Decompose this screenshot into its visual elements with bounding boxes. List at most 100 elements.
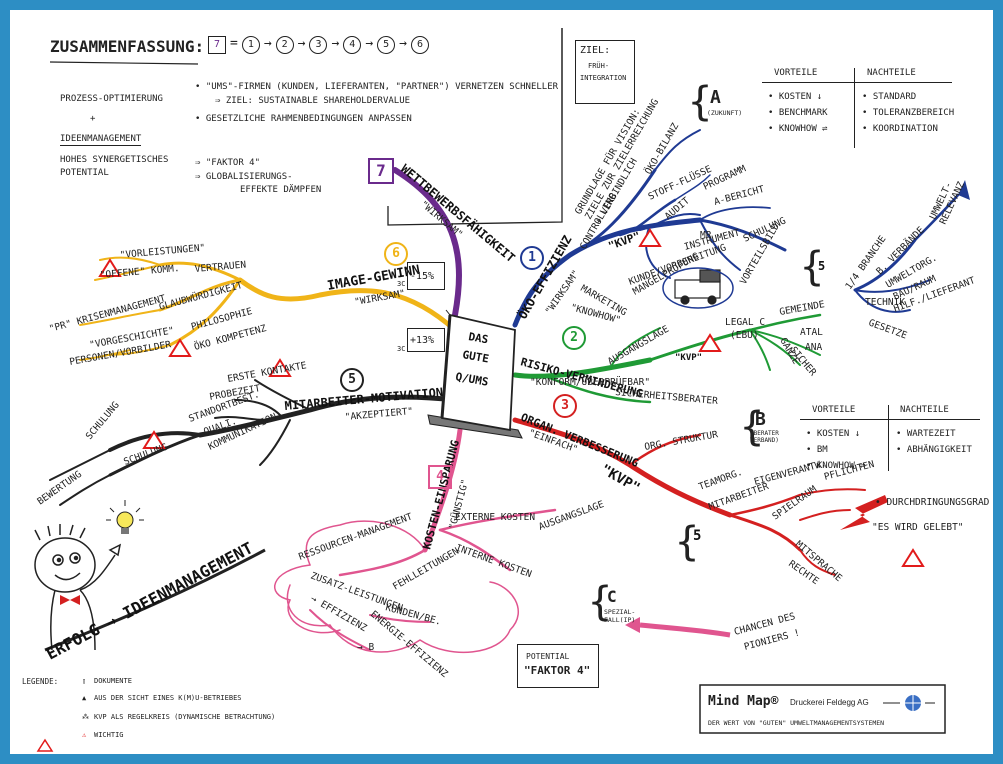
risk-ebu: (EBU) (730, 330, 759, 341)
risk-sub: "Konform/überprüfbar" (530, 377, 650, 388)
center-book (427, 309, 523, 439)
eco-number: 1 (520, 246, 544, 270)
risk-number: 2 (562, 326, 586, 350)
sequence-operator: → (263, 36, 272, 51)
org-teamorg: Teamorg. (697, 467, 744, 493)
success-line (44, 548, 266, 652)
center-line-1: Das (467, 330, 489, 346)
legend-label: Legende: (22, 677, 59, 686)
eco-abericht: A-Bericht (713, 184, 766, 208)
motivation-label: Mitarbeiter-Motivation (284, 385, 444, 413)
legend-sym-2: ▲ (82, 694, 87, 702)
sequence-step: 1 (241, 36, 260, 54)
image-pre-2: 3c (397, 345, 406, 353)
center-line-3: Q/UMS (454, 370, 489, 389)
goal-text-1: Früh- (588, 62, 610, 70)
image-vorl: "Vorleistungen" (119, 243, 205, 261)
legend-item-4: Wichtig (94, 731, 124, 739)
summary-left-1: Prozeß-Optimierung (60, 94, 163, 104)
eco-oekobilanz: Öko-Bilanz (643, 121, 681, 176)
mindmap-paper: { { { { { Wettbewerbsfähigkeit "Wirksam"… (10, 10, 993, 754)
eco-gesetze: Gesetze (867, 317, 909, 341)
branch-image (79, 256, 458, 361)
legend-sym-4: ⚠ (82, 731, 87, 739)
cost-extern: Externe Kosten (455, 512, 535, 523)
summary-left-4: Hohes Synergetisches (60, 155, 169, 165)
table-a-pro-1: • Kosten ↓ (768, 92, 823, 102)
table-b-pro-1: • Kosten ↓ (806, 429, 861, 439)
table-b-sub: (Berater Verband) (750, 430, 779, 444)
branch-eco (512, 129, 960, 328)
org-gelebt: "Es wird gelebt" (872, 522, 964, 533)
summary-factor-1: ⇒ "Faktor 4" (195, 158, 261, 168)
summary-sequence: 7=1→2→3→4→5→6 (208, 36, 429, 54)
sequence-operator: → (297, 36, 306, 51)
globe-icon (905, 695, 921, 711)
goal-box: Ziel: Früh- Integration (575, 40, 635, 104)
image-plus: +13% (410, 335, 435, 346)
table-b-con-2: • Abhängigkeit (896, 445, 972, 455)
table-a-letter: A (710, 87, 721, 108)
brace-org: { (675, 519, 699, 565)
sequence-step: 2 (275, 36, 294, 54)
sequence-operator: → (365, 36, 374, 51)
center-line-2: gute (461, 348, 489, 365)
image-minus-box: -15% (407, 262, 445, 290)
table-b-letter: B (755, 409, 766, 430)
brand-box (699, 684, 946, 734)
mindmap-canvas: { { { { { Wettbewerbsfähigkeit "Wirksam"… (34, 28, 990, 752)
branch-risk (512, 313, 822, 404)
table-b-pro-2: • BM (806, 445, 828, 455)
car-icon (662, 267, 734, 309)
org-s5: 5 (693, 528, 701, 544)
legend-item-1: Dokumente (94, 677, 132, 685)
table-a-sub: (Zukunft) (707, 109, 743, 117)
bowtie-icon (60, 595, 80, 605)
cost-ressourcen: Ressourcen-Management (297, 511, 414, 563)
legend-sym-3: ⁂ (82, 713, 89, 721)
cost-number: 4 (428, 465, 452, 489)
summary-corner (387, 130, 563, 226)
table-a-pro-2: • Benchmark (768, 108, 828, 118)
image-plus-box: +13% (407, 328, 445, 352)
cost-ausgang: Ausgangslage (537, 499, 606, 533)
branch-org (512, 417, 866, 576)
potential-box: Potential "Faktor 4" (517, 644, 599, 688)
summary-title: Zusammenfassung: (50, 37, 205, 56)
legend-item-2: Aus der Sicht eines K(M)U-Betriebes (94, 694, 242, 702)
risk-kvp: "KVP" (675, 353, 702, 363)
goal-label: Ziel: (580, 45, 611, 56)
brace-a: { (688, 79, 712, 125)
table-a-con-2: • Toleranzbereich (862, 108, 955, 118)
table-b-pro-3: • Knowhow ⇌ (806, 461, 866, 471)
special-arrow (639, 622, 731, 638)
sequence-step: 4 (343, 36, 362, 54)
legend-item-3: KVP als Regelkreis (dynamische Betrachtu… (94, 713, 276, 721)
org-number: 3 (553, 394, 577, 418)
image-glaub: Glaubwürdigkeit (158, 280, 244, 313)
competition-number: 7 (368, 158, 394, 184)
summary-factor-3: effekte dämpfen (240, 185, 322, 195)
sequence-operator: → (331, 36, 340, 51)
table-b-head-pro: Vorteile (812, 405, 856, 415)
table-b: Vorteile Nachteile • Kosten ↓ • BM • Kno… (800, 405, 990, 485)
motivation-sub: "Akzeptiert" (344, 406, 413, 423)
summary-left-5: Potential (60, 168, 109, 178)
sequence-operator: → (399, 36, 407, 51)
table-a-con-3: • Koordination (862, 124, 938, 134)
brace-b: { (740, 404, 764, 450)
image-minus: -15% (410, 271, 435, 282)
summary-bullet-2: ⇒ Ziel: Sustainable Shareholdervalue (215, 96, 411, 106)
sequence-step: 7 (208, 36, 226, 54)
eco-arrow (958, 180, 970, 200)
risk-ana: ANA (805, 342, 822, 353)
table-a: Vorteile Nachteile • Kosten ↓ • Benchmar… (762, 68, 962, 158)
motivation-number: 5 (340, 368, 364, 392)
summary-underline (49, 61, 199, 65)
sequence-step: 3 (309, 36, 328, 54)
table-b-con-1: • Wartezeit (896, 429, 956, 439)
summary-factor-2: ⇒ Globalisierungs- (195, 172, 293, 182)
special-letter: C (607, 587, 617, 606)
risk-legal: Legal C (725, 317, 765, 328)
table-a-con-1: • Standard (862, 92, 917, 102)
